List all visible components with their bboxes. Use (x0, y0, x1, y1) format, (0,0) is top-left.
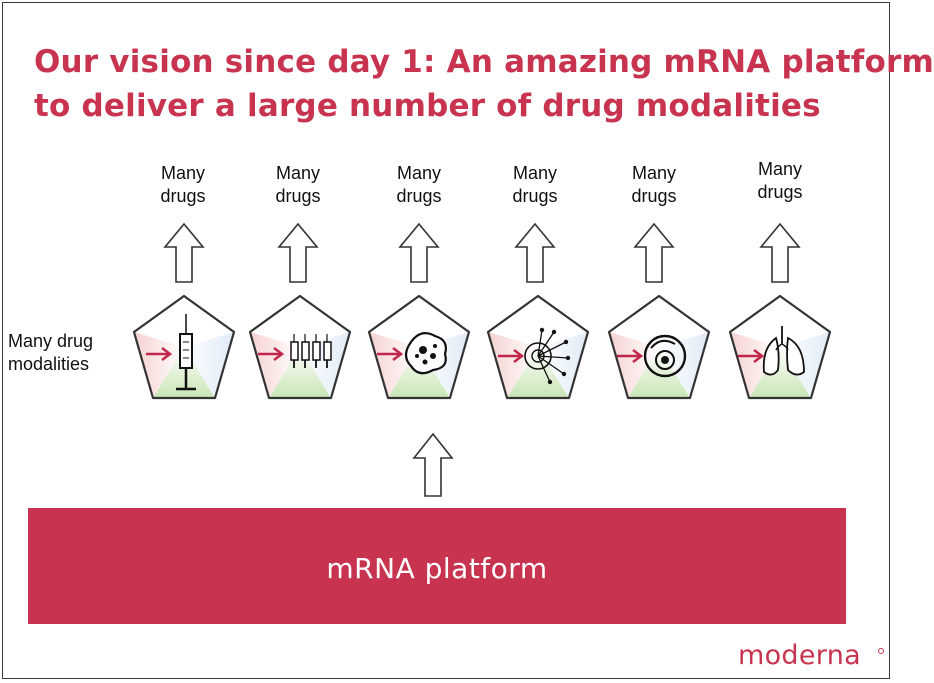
registered-mark-icon (878, 648, 884, 654)
lungs-icon (728, 294, 832, 400)
up-arrow-icon (759, 222, 801, 283)
title-line-2: to deliver a large number of drug modali… (34, 88, 821, 124)
multi-syringe-icon (248, 294, 352, 400)
up-arrow-icon (633, 222, 675, 283)
up-arrow-icon (398, 222, 440, 283)
tumor-cell-icon (486, 294, 590, 400)
mrna-platform-bar: mRNA platform (28, 508, 846, 624)
moderna-logo: moderna (738, 640, 861, 671)
slide-frame (2, 2, 890, 679)
up-arrow-icon (514, 222, 556, 283)
cell-icon (367, 294, 471, 400)
title-underline-dashes (180, 129, 884, 133)
platform-label: mRNA platform (326, 551, 548, 585)
syringe-icon (132, 294, 236, 400)
slide-title: Our vision since day 1: An amazing mRNA … (34, 40, 934, 128)
up-arrow-icon (277, 222, 319, 283)
platform-up-arrow-icon (412, 432, 454, 497)
title-line-1: Our vision since day 1: An amazing mRNA … (34, 44, 934, 80)
up-arrow-icon (163, 222, 205, 283)
eye-icon (607, 294, 711, 400)
